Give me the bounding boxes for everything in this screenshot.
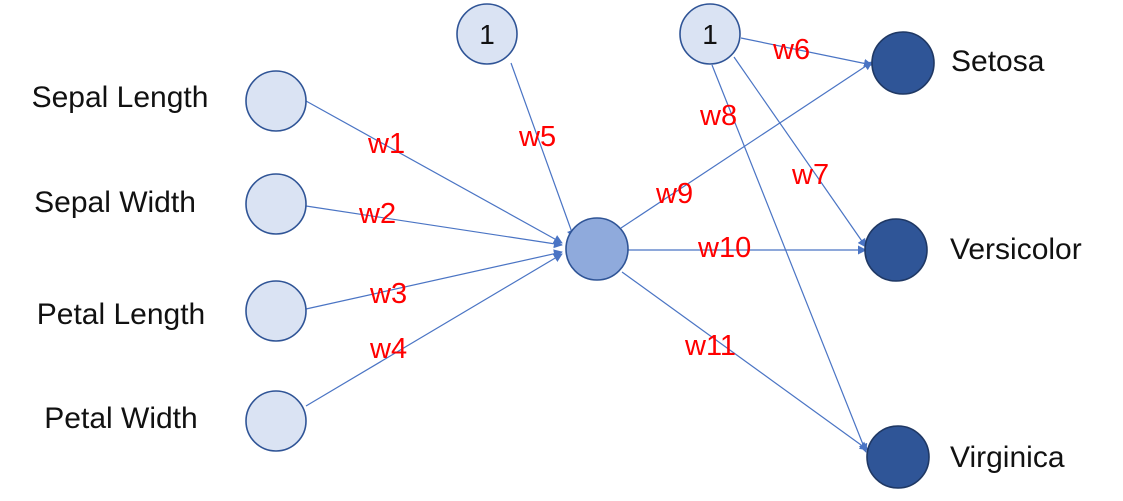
edge-sepal-length-hidden — [305, 100, 563, 244]
edge-petal-width-hidden — [305, 253, 563, 407]
edge-bias-setosa — [740, 37, 873, 68]
output-label-versicolor: Versicolor — [950, 233, 1082, 266]
bias-label-output: 1 — [702, 19, 718, 50]
input-label-petal-length: Petal Length — [37, 298, 205, 331]
weight-label-w2: w2 — [358, 198, 396, 230]
output-label-setosa: Setosa — [951, 45, 1045, 78]
bias-node-hidden — [456, 3, 518, 65]
weight-label-w11: w11 — [684, 330, 736, 362]
weight-label-w1: w1 — [367, 128, 405, 160]
hidden-node — [565, 217, 629, 281]
edge-hidden-virginica — [621, 271, 869, 451]
edge-hidden-setosa — [620, 61, 873, 229]
input-label-sepal-length: Sepal Length — [32, 81, 209, 114]
input-node-sepal-width — [245, 173, 307, 235]
weight-label-w5: w5 — [518, 121, 556, 153]
output-node-virginica — [866, 425, 930, 489]
edge-bias-versicolor — [733, 56, 867, 248]
weight-label-w9: w9 — [655, 178, 693, 210]
input-label-sepal-width: Sepal Width — [34, 186, 196, 219]
weight-label-w7: w7 — [791, 159, 829, 191]
bias-node-output — [679, 3, 741, 65]
edge-petal-length-hidden — [305, 249, 563, 310]
edge-bias-hidden — [510, 62, 576, 239]
weight-label-w10: w10 — [697, 232, 751, 264]
weight-label-w4: w4 — [369, 333, 407, 365]
output-label-virginica: Virginica — [950, 441, 1065, 474]
weight-label-w3: w3 — [369, 278, 407, 310]
output-node-setosa — [871, 31, 935, 95]
edge-sepal-width-hidden — [305, 205, 563, 249]
weight-label-w6: w6 — [772, 34, 810, 66]
input-node-petal-width — [245, 390, 307, 452]
input-label-petal-width: Petal Width — [44, 402, 197, 435]
output-node-versicolor — [864, 218, 928, 282]
input-node-sepal-length — [245, 70, 307, 132]
weight-label-w8: w8 — [699, 100, 737, 132]
bias-label-hidden: 1 — [479, 19, 495, 50]
input-node-petal-length — [245, 280, 307, 342]
edge-bias-virginica — [711, 64, 868, 453]
